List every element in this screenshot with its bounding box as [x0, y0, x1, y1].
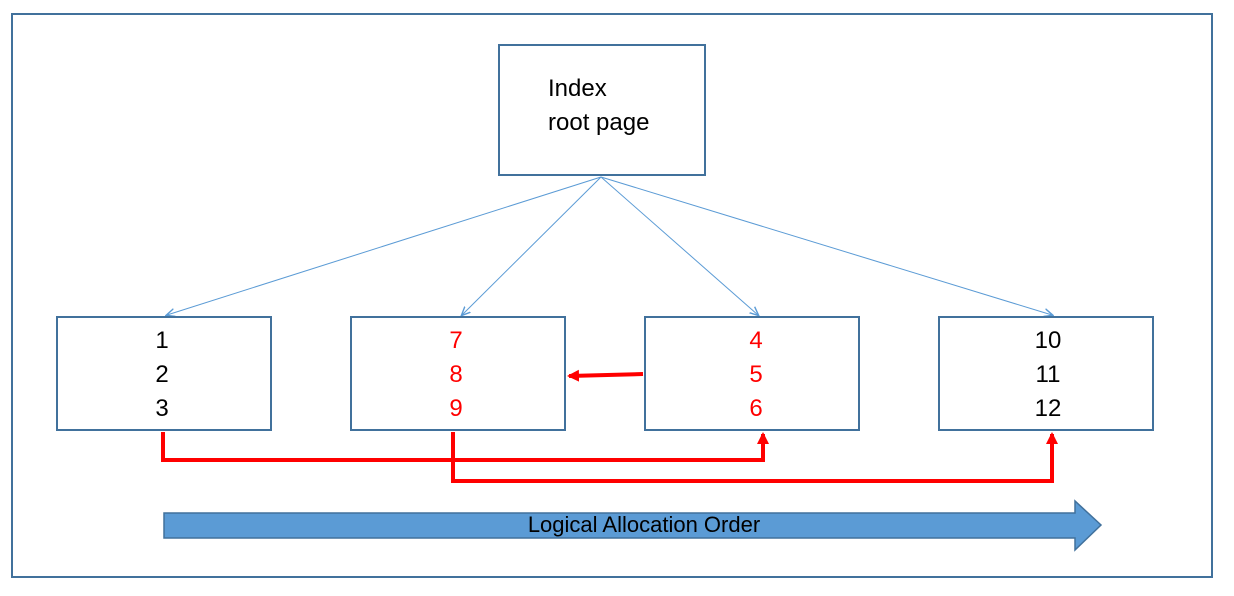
leaf-value: 5: [749, 361, 763, 388]
tree-link-1: [167, 176, 602, 315]
leaf-value: 9: [449, 395, 463, 422]
leaf-page-3: 4 5 6: [644, 316, 860, 431]
leaf-page-4: 10 11 12: [938, 316, 1154, 431]
tree-link-4: [600, 176, 1052, 315]
leaf-value: 12: [1034, 395, 1062, 422]
tree-link-3: [600, 176, 758, 315]
leaf-value: 2: [155, 361, 169, 388]
leaf-values: 1 2 3: [54, 324, 270, 426]
leaf-value: 8: [449, 361, 463, 388]
leaf-values: 4 5 6: [654, 324, 858, 426]
page-link-3-to-2: [567, 369, 644, 382]
leaf-values: 10 11 12: [944, 324, 1152, 426]
page-link-2-to-4: [451, 432, 1058, 483]
logical-order-arrow: [163, 499, 1103, 552]
root-label-line1: Index: [548, 75, 607, 102]
leaf-value: 6: [749, 395, 763, 422]
leaf-value: 11: [1035, 361, 1061, 388]
diagram-frame: [11, 13, 1213, 578]
leaf-page-1: 1 2 3: [56, 316, 272, 431]
tree-link-2: [462, 176, 602, 315]
leaf-value: 4: [749, 327, 763, 354]
leaf-value: 1: [155, 327, 169, 354]
leaf-value: 3: [155, 395, 169, 422]
root-label-line2: root page: [548, 109, 650, 136]
index-root-page: Index root page: [498, 44, 706, 176]
leaf-value: 7: [449, 327, 463, 354]
leaf-value: 10: [1034, 327, 1062, 354]
page-link-1-to-3: [161, 432, 769, 462]
logical-order-label: Logical Allocation Order: [527, 512, 761, 537]
root-label: Index root page: [548, 72, 649, 140]
leaf-page-2: 7 8 9: [350, 316, 566, 431]
leaf-values: 7 8 9: [348, 324, 564, 426]
